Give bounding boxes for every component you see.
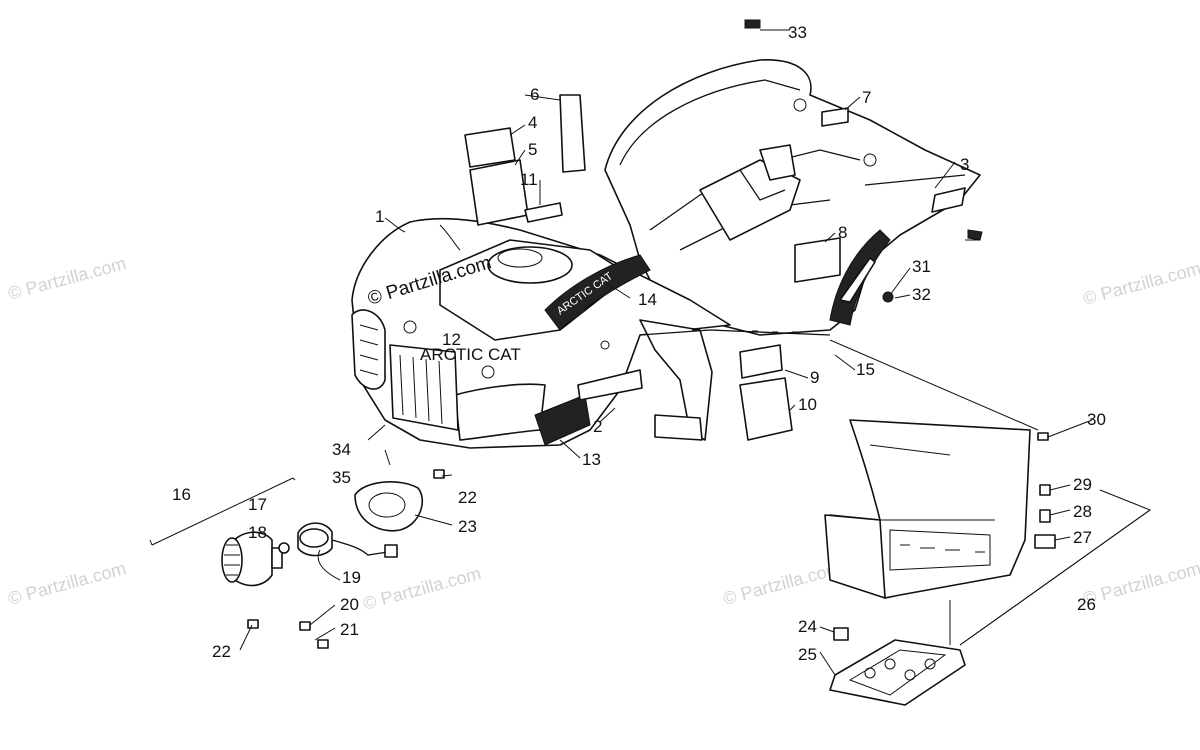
watermark: © Partzilla.com	[721, 558, 843, 609]
callout-29: 29	[1073, 475, 1092, 494]
headlight-bezel	[354, 481, 424, 532]
callout-4: 4	[528, 113, 537, 132]
callout-9: 9	[810, 368, 819, 387]
callout-33: 33	[788, 23, 807, 42]
callout-25: 25	[798, 645, 817, 664]
footrest	[829, 639, 966, 706]
rear-side-decal	[829, 229, 891, 326]
callout-11: 11	[520, 170, 538, 189]
callout-18: 18	[248, 523, 267, 542]
callout-15: 15	[856, 360, 875, 379]
callout-3: 3	[960, 155, 969, 174]
callout-12: 12	[442, 330, 461, 349]
callout-22-a: 22	[458, 488, 477, 507]
callout-13: 13	[582, 450, 601, 469]
fasteners	[247, 19, 1056, 649]
decal-8	[794, 237, 841, 283]
callout-17: 17	[248, 495, 267, 514]
callout-26: 26	[1077, 595, 1096, 614]
watermark: © Partzilla.com	[6, 253, 128, 304]
callout-22-b: 22	[212, 642, 231, 661]
callout-31: 31	[912, 257, 931, 276]
callout-14: 14	[638, 290, 657, 309]
callout-7: 7	[862, 88, 871, 107]
footwell	[824, 419, 1031, 599]
callout-19: 19	[342, 568, 361, 587]
callout-30: 30	[1087, 410, 1106, 429]
decal-7	[821, 107, 849, 127]
decal-9	[739, 344, 783, 379]
watermark: © Partzilla.com	[6, 558, 128, 609]
callout-labels: 1 2 3 4 5 6 7 8 9 10 11 12 13 14 15 16 1…	[172, 23, 1106, 664]
callout-5: 5	[528, 140, 537, 159]
decal-11	[524, 202, 563, 223]
decal-4	[464, 127, 516, 168]
grille-badge: ARCTIC CAT	[420, 345, 521, 364]
callout-27: 27	[1073, 528, 1092, 547]
callout-2: 2	[593, 417, 602, 436]
callout-28: 28	[1073, 502, 1092, 521]
decal-6	[559, 94, 586, 173]
watermark: © Partzilla.com	[1081, 258, 1200, 309]
callout-8: 8	[838, 223, 847, 242]
headlight-assembly	[221, 522, 398, 587]
callout-1: 1	[375, 207, 384, 226]
callout-6: 6	[530, 85, 539, 104]
callout-21: 21	[340, 620, 359, 639]
callout-24: 24	[798, 617, 817, 636]
callout-23: 23	[458, 517, 477, 536]
callout-20: 20	[340, 595, 359, 614]
callout-10: 10	[798, 395, 817, 414]
leader-lines	[149, 29, 1152, 676]
rear-rack-fender	[604, 59, 981, 336]
watermark: © Partzilla.com	[361, 563, 483, 614]
decal-10	[739, 377, 793, 441]
callout-34: 34	[332, 440, 351, 459]
watermark: © Partzilla.com	[1081, 558, 1200, 609]
callout-16: 16	[172, 485, 191, 504]
callout-32: 32	[912, 285, 931, 304]
callout-35: 35	[332, 468, 351, 487]
